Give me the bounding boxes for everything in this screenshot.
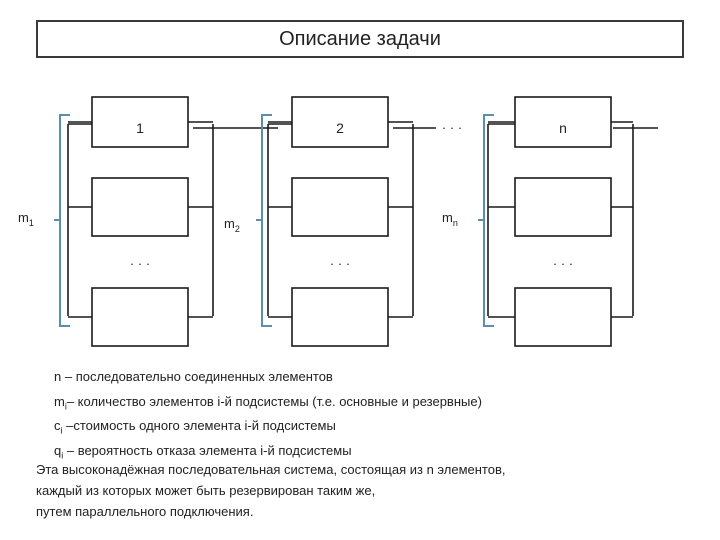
element-box-2 [291, 177, 389, 237]
element-box-2 [91, 177, 189, 237]
subsystem-3: n · · · mn [442, 96, 658, 347]
definition-n: n – последовательно соединенных элементо… [54, 369, 333, 384]
element-box-2 [514, 177, 612, 237]
summary-text: Эта высоконадёжная последовательная сист… [36, 459, 505, 522]
between-dots-1: · · · [442, 120, 462, 135]
element-box-3 [91, 287, 189, 347]
summary-line-2: каждый из которых может быть резервирова… [36, 483, 376, 498]
multiplicity-label: m1 [18, 210, 34, 228]
definition-m: mi– количество элементов i-й подсистемы … [54, 393, 482, 412]
bracket [54, 114, 70, 327]
summary-line-3: путем параллельного подключения. [36, 504, 254, 519]
page-title: Описание задачи [279, 27, 441, 50]
element-box-3 [291, 287, 389, 347]
subsystem-1: 1 · · · m1 [18, 96, 278, 347]
title-box: Описание задачи [36, 20, 684, 58]
box-label: 2 [336, 120, 344, 136]
definition-c: ci –стоимость одного элемента i-й подсис… [54, 418, 336, 436]
definition-q: qi – вероятность отказа элемента i-й под… [54, 442, 352, 461]
ellipsis: · · · [330, 256, 350, 271]
ellipsis: · · · [553, 256, 573, 271]
element-box-1 [291, 96, 389, 148]
summary-line-1: Эта высоконадёжная последовательная сист… [36, 462, 506, 477]
subsystem-2: 2 · · · m2 [224, 96, 436, 347]
box-label: 1 [136, 120, 144, 136]
bracket [478, 114, 494, 327]
definitions-list: n – последовательно соединенных элементо… [54, 367, 482, 465]
multiplicity-label: m2 [224, 216, 240, 234]
element-box-3 [514, 287, 612, 347]
ellipsis: · · · [130, 256, 150, 271]
bracket [256, 114, 272, 327]
box-label: n [559, 120, 567, 136]
multiplicity-label: mn [442, 210, 458, 228]
